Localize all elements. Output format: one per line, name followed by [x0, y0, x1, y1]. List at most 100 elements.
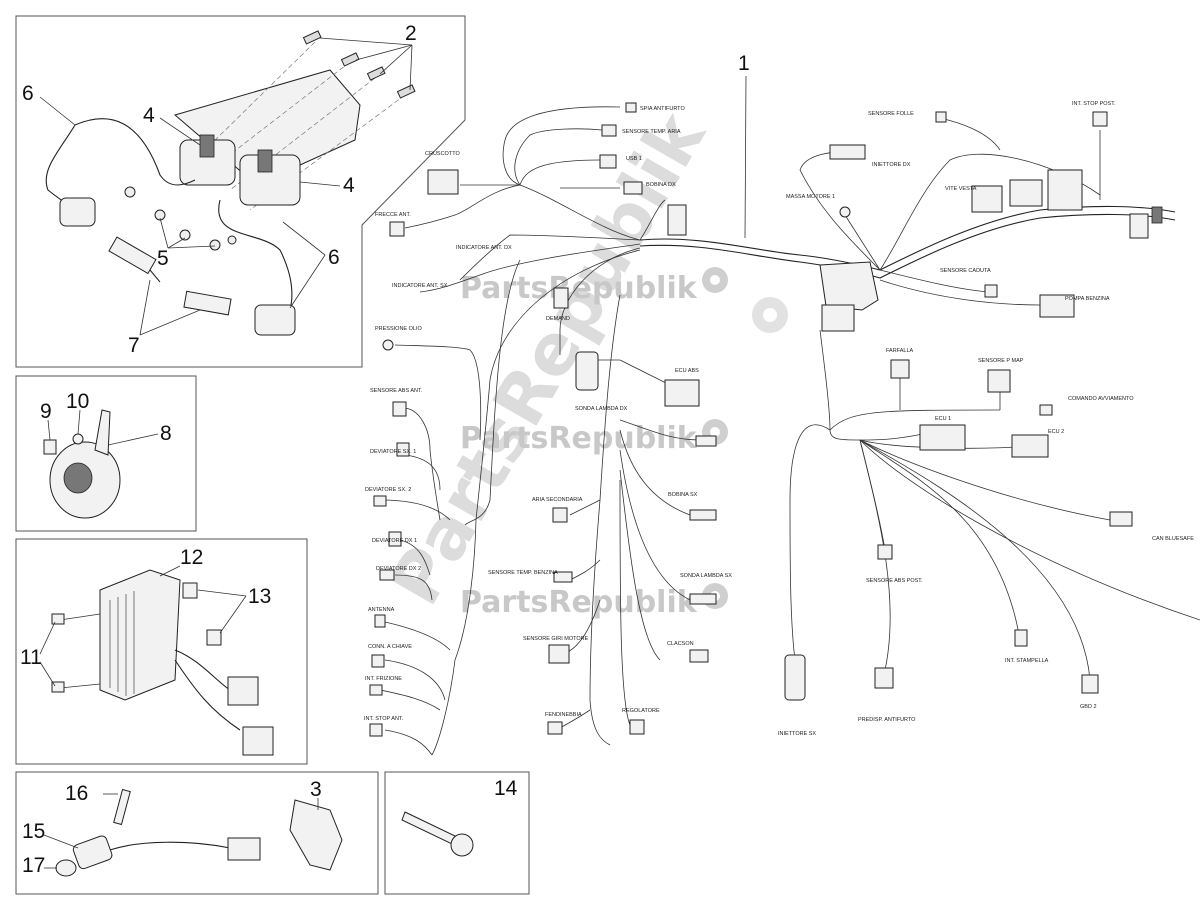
label-farfalla: FARFALLA — [886, 348, 914, 354]
instrument-panel-connector — [427, 169, 459, 195]
callout-4-right[interactable]: 4 — [343, 174, 355, 197]
horn-bracket — [94, 409, 111, 456]
label-int-stampella: INT. STAMPELLA — [1005, 658, 1049, 664]
callout-13[interactable]: 13 — [248, 585, 271, 608]
label-deviatore-sx-1: DEVIATORE SX. 1 — [370, 449, 416, 455]
label-sensore-caduta: SENSORE CADUTA — [940, 268, 991, 274]
callout-12[interactable]: 12 — [180, 546, 203, 569]
label-spia-antifurto: SPIA ANTIFURTO — [640, 106, 685, 112]
label-sensore-p-map: SENSORE P MAP — [978, 358, 1024, 364]
callout-9[interactable]: 9 — [40, 400, 52, 423]
injector-sx — [784, 654, 806, 701]
can-bluesafe-connector — [1109, 511, 1133, 527]
label-gbd-2: GBD 2 — [1080, 704, 1097, 710]
watermark-low: PartsRepublik — [460, 585, 698, 620]
label-fendinebbia: FENDINEBBIA — [545, 712, 582, 718]
lambda-probe-dx — [575, 351, 599, 391]
injector-dx-connector — [829, 144, 866, 160]
label-cruscotto: CRUSCOTTO — [425, 151, 460, 157]
label-sensore-temp-aria: SENSORE TEMP. ARIA — [622, 129, 681, 135]
callout-11[interactable]: 11 — [20, 646, 42, 669]
harness-junction-box — [819, 261, 879, 311]
callout-5[interactable]: 5 — [157, 247, 169, 270]
callout-14[interactable]: 14 — [494, 777, 518, 800]
label-deviatore-dx-2: DEVIATORE DX 2 — [376, 566, 421, 572]
label-predisp-antifurto: PREDISP. ANTIFURTO — [858, 717, 916, 723]
label-bobina-sx: BOBINA SX — [668, 492, 698, 498]
main-harness: 1 — [369, 52, 1200, 756]
callout-17[interactable]: 17 — [22, 854, 45, 877]
callout-1[interactable]: 1 — [738, 52, 750, 75]
label-sonda-lambda-dx: SONDA LAMBDA DX — [575, 406, 628, 412]
watermark-top: PartsRepublik — [460, 271, 698, 306]
label-iniettore-dx: INIETTORE DX — [872, 162, 911, 168]
callout-7[interactable]: 7 — [128, 334, 140, 357]
ecu-1 — [919, 424, 966, 451]
watermark-diagonal: PartsRepublik — [374, 98, 722, 619]
label-deviatore-dx-1: DEVIATORE DX 1 — [372, 538, 417, 544]
label-comando-avviamento: COMANDO AVVIAMENTO — [1068, 396, 1134, 402]
label-usb: USB 1 — [626, 156, 642, 162]
label-int-stop-post: INT. STOP POST. — [1072, 101, 1116, 107]
callout-3[interactable]: 3 — [310, 778, 322, 801]
callout-8[interactable]: 8 — [160, 422, 172, 445]
label-sensore-giri-motore: SENSORE GIRI MOTORE — [523, 636, 589, 642]
tank-connector — [667, 204, 687, 236]
panel-horn: 9 10 8 — [15, 375, 197, 532]
label-sensore-temp-benzina: SENSORE TEMP. BENZINA — [488, 570, 558, 576]
callout-4-left[interactable]: 4 — [143, 104, 155, 127]
label-aria-secondaria: ARIA SECONDARIA — [532, 497, 583, 503]
label-can-bluesafe: CAN BLUESAFE — [1152, 536, 1194, 542]
ht-lead-right — [218, 199, 293, 311]
fuel-pump-connector — [1039, 294, 1075, 318]
callout-6-top[interactable]: 6 — [22, 82, 34, 105]
callout-10[interactable]: 10 — [66, 390, 89, 413]
voltage-regulator — [99, 569, 181, 701]
nut-set — [124, 186, 237, 251]
callout-2[interactable]: 2 — [405, 22, 417, 45]
label-cavo-a-chiave: CONN. A CHIAVE — [368, 644, 412, 650]
label-pompa-benzina: POMPA BENZINA — [1065, 296, 1110, 302]
connector-labels: SPIA ANTIFURTO SENSORE TEMP. ARIA USB 1 … — [364, 101, 1194, 737]
label-massa-motore: MASSA MOTORE 1 — [786, 194, 835, 200]
stand-switch — [401, 811, 456, 845]
label-pressione-olio: PRESSIONE OLIO — [375, 326, 422, 332]
callout-16[interactable]: 16 — [65, 782, 88, 805]
label-demand: DEMAND — [546, 316, 570, 322]
label-sensore-folle: SENSORE FOLLE — [868, 111, 914, 117]
ecu-2 — [1011, 434, 1049, 458]
label-deviatore-sx-2: DEVIATORE SX. 2 — [365, 487, 411, 493]
panel-stand-switch: 14 — [384, 771, 530, 895]
panel-regulator: 12 13 11 — [15, 538, 308, 765]
label-sensore-abs-post: SENSORE ABS POST. — [866, 578, 923, 584]
label-vite-vesta: VITE VESTA — [945, 186, 977, 192]
callout-6-right[interactable]: 6 — [328, 246, 340, 269]
map-sensor — [987, 369, 1011, 393]
regulator-connector-2 — [242, 726, 274, 756]
panel-ignition: 2 6 4 4 5 6 7 — [15, 15, 466, 368]
panel-speed-sensor: 16 15 17 3 — [15, 771, 379, 895]
throttle-connector — [890, 359, 910, 379]
speed-sensor — [72, 835, 113, 870]
label-bobina-dx: BOBINA DX — [646, 182, 676, 188]
bolt-set — [302, 30, 416, 99]
o-ring — [55, 859, 77, 877]
sensor-cover — [289, 799, 343, 871]
label-iniettore-sx: INIETTORE SX — [778, 731, 816, 737]
spark-plug-1 — [108, 236, 161, 283]
label-indicatore-ant-dx: INDICATORE ANT. DX — [456, 245, 512, 251]
regulator-connector-1 — [227, 676, 259, 706]
label-ecu-1: ECU 1 — [935, 416, 951, 422]
label-frecce-ant: FRECCE ANT. — [375, 212, 411, 218]
label-sensore-abs-ant: SENSORE ABS ANT. — [370, 388, 423, 394]
speed-sensor-connector — [227, 837, 261, 861]
callout-15[interactable]: 15 — [22, 820, 45, 843]
label-ecu-2: ECU 2 — [1048, 429, 1064, 435]
label-clacson: CLACSON — [667, 641, 694, 647]
label-regolatore: REGOLATORE — [622, 708, 660, 714]
label-int-stop-ant: INT. STOP ANT. — [364, 716, 404, 722]
label-int-frizione: INT. FRIZIONE — [365, 676, 402, 682]
ecu-abs — [664, 379, 700, 407]
label-ecu-abs: ECU ABS — [675, 368, 699, 374]
